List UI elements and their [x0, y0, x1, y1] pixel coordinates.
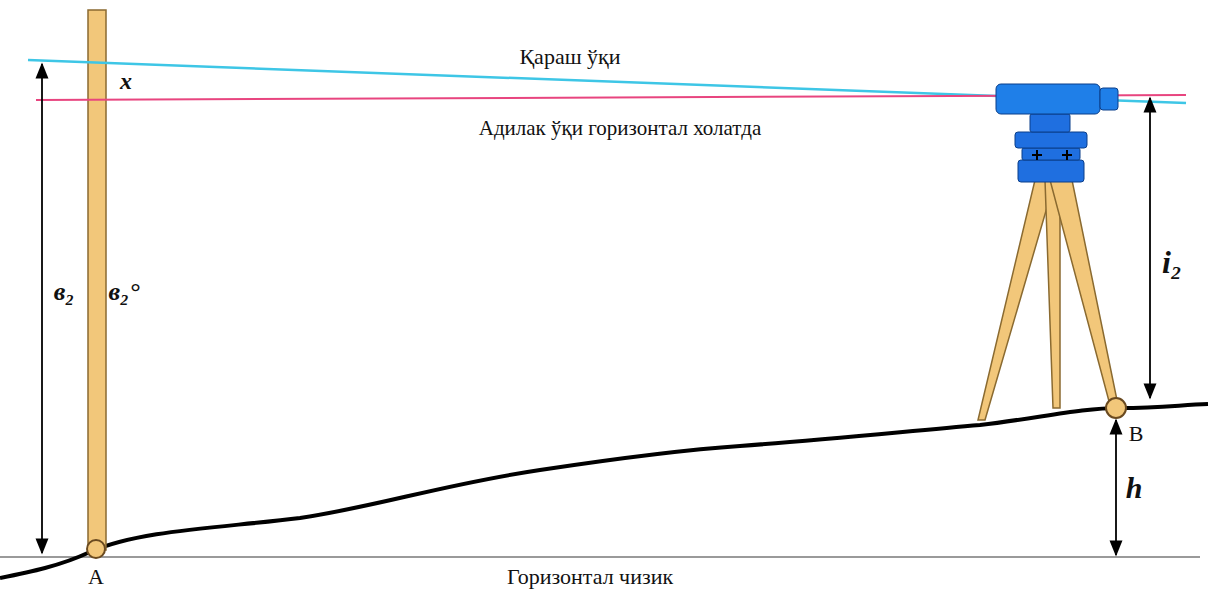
dimension-label: в₂: [54, 279, 75, 305]
tripod-leg: [1045, 180, 1060, 408]
base-plate: [1022, 148, 1080, 160]
dimension-arrow: [1149, 98, 1151, 398]
eyepiece: [1100, 88, 1118, 110]
axis-label: Горизонтал чизик: [507, 566, 673, 588]
point-label: B: [1129, 423, 1144, 445]
dimension-arrow: [1115, 420, 1117, 555]
tripod-leg: [1050, 180, 1118, 405]
symbol-label: x: [120, 69, 132, 93]
tripod-head: [1018, 160, 1084, 182]
horizontal-line: [0, 556, 1200, 558]
axis-label: Қараш ўқи: [519, 46, 620, 68]
point-a: [87, 540, 105, 558]
reading-label: в₂°: [108, 279, 139, 305]
levelling-staff: [88, 10, 106, 550]
dimension-arrow: [41, 64, 43, 553]
tribrach: [1015, 132, 1087, 148]
axis-label: Адилак ўқи горизонтал холатда: [479, 118, 762, 139]
dimension-label: h: [1126, 473, 1143, 503]
point-b: [1106, 398, 1126, 418]
dimension-label: i₂: [1162, 246, 1182, 278]
ground-profile: [0, 404, 1208, 578]
tripod-leg: [978, 180, 1055, 420]
telescope: [996, 84, 1100, 114]
instrument-body: [1030, 114, 1070, 132]
point-label: A: [88, 566, 104, 588]
